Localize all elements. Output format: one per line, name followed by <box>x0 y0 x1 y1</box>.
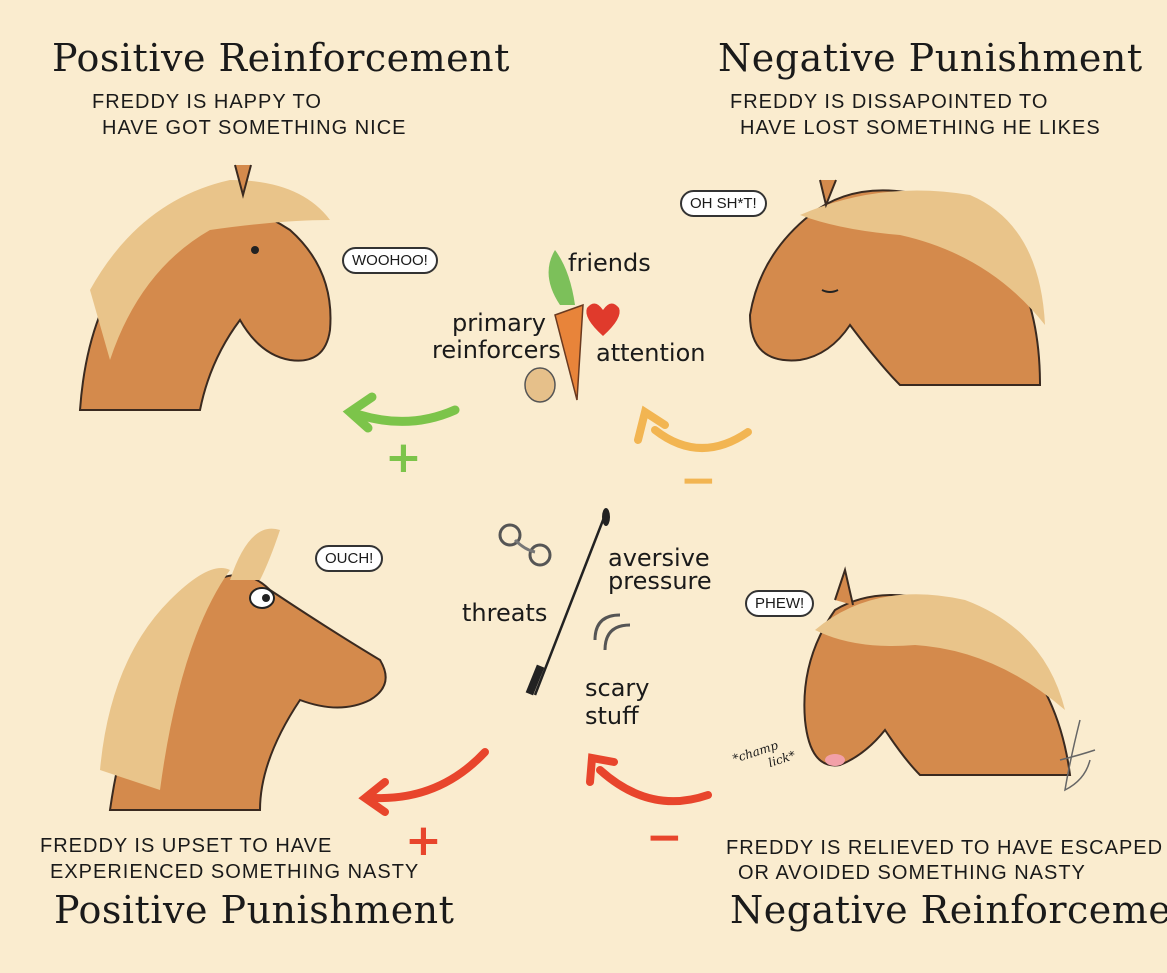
label-scary: scary <box>585 674 650 702</box>
sign-minus-yellow: − <box>680 455 717 506</box>
artist-signature <box>1059 719 1096 792</box>
grooming-brush-icon <box>524 367 556 403</box>
horse-disappointed-illustration <box>748 179 1045 386</box>
speech-bubble-ouch: OUCH! <box>315 545 384 572</box>
label-pressure: pressure <box>608 567 712 595</box>
sign-plus-green: + <box>385 432 422 483</box>
caption-negative-punishment-1: FREDDY IS DISSAPOINTED TO <box>730 91 1049 113</box>
caption-negative-reinforcement-1: FREDDY IS RELIEVED TO HAVE ESCAPED <box>726 837 1164 859</box>
reinforcer-icons <box>524 250 620 403</box>
label-threats: threats <box>462 599 548 627</box>
caption-positive-reinforcement-1: FREDDY IS HAPPY TO <box>92 91 322 113</box>
speech-bubble-oh-shit: OH SH*T! <box>680 190 767 217</box>
caption-positive-punishment-2: EXPERIENCED SOMETHING NASTY <box>50 861 420 883</box>
arrow-yellow <box>634 405 752 452</box>
aversive-icons <box>498 508 631 696</box>
sign-minus-red: − <box>646 812 683 863</box>
title-negative-punishment: Negative Punishment <box>718 36 1143 80</box>
horse-relieved-illustration <box>803 566 1072 776</box>
caption-positive-punishment-1: FREDDY IS UPSET TO HAVE <box>40 835 333 857</box>
title-positive-reinforcement: Positive Reinforcement <box>52 36 510 80</box>
label-primary: primary <box>452 309 546 337</box>
caption-positive-reinforcement-2: HAVE GOT SOMETHING NICE <box>102 117 407 139</box>
horse-happy-illustration <box>78 164 332 411</box>
label-attention: attention <box>596 339 706 367</box>
label-friends: friends <box>568 249 651 277</box>
caption-negative-reinforcement-2: OR AVOIDED SOMETHING NASTY <box>738 862 1086 884</box>
label-reinforcers: reinforcers <box>432 336 561 364</box>
carrot-icon <box>548 250 584 401</box>
label-aversive: aversive <box>608 544 710 572</box>
caption-negative-punishment-2: HAVE LOST SOMETHING HE LIKES <box>740 117 1101 139</box>
arrow-red-left <box>358 748 489 816</box>
speech-bubble-phew: PHEW! <box>745 590 815 617</box>
horse-upset-illustration <box>100 528 387 811</box>
sign-plus-red: + <box>405 815 442 866</box>
spurs-icon <box>593 613 631 651</box>
whip-icon <box>525 508 610 696</box>
speech-bubble-woohoo: WOOHOO! <box>342 247 438 274</box>
heart-icon <box>586 303 620 336</box>
bit-icon <box>498 523 552 567</box>
title-positive-punishment: Positive Punishment <box>54 888 455 932</box>
arrow-green <box>342 392 460 433</box>
title-negative-reinforcement: Negative Reinforcement <box>730 888 1167 932</box>
label-stuff: stuff <box>585 702 639 730</box>
arrow-red-right <box>586 753 712 806</box>
